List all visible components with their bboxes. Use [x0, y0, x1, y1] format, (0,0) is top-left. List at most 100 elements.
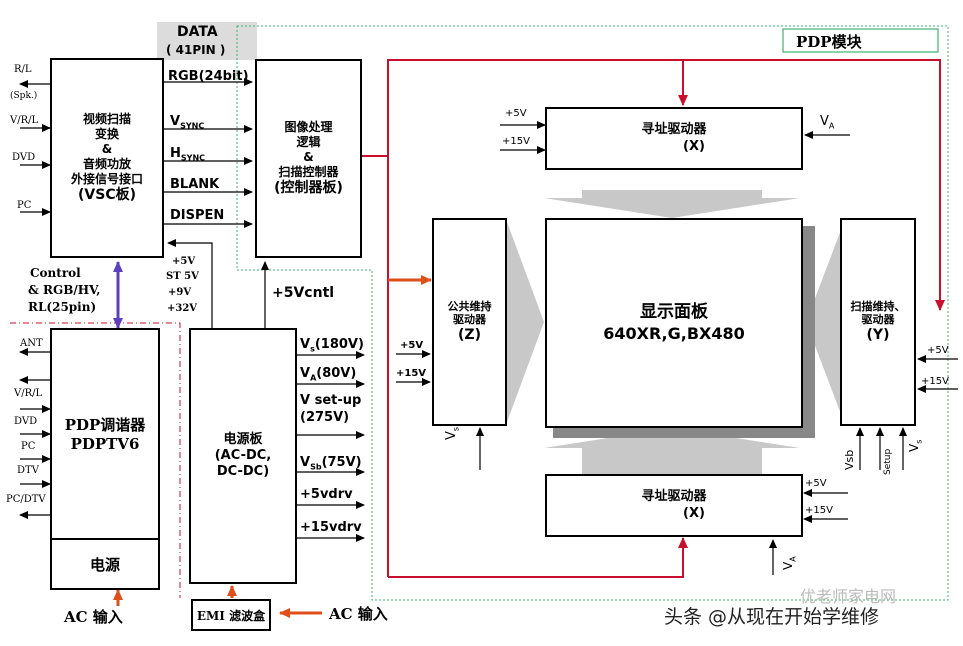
scan-15v: +15V: [921, 376, 949, 387]
psu-line-3: DC-DC): [216, 464, 270, 480]
common-line-2: 驱动器: [453, 313, 486, 327]
scan-vs: Vs: [907, 440, 923, 452]
ac-input-psu: AC 输入: [329, 605, 388, 623]
section-separator: [10, 322, 181, 598]
tuner-input-pc: PC: [21, 441, 36, 452]
tuner-power-label: 电源: [89, 555, 120, 574]
vsc-line-2: 变换: [94, 126, 119, 141]
display-panel: 显示面板 640XR,G,BX480: [545, 218, 803, 428]
scan-sustain-driver: 扫描维持、 驱动器 (Y): [840, 218, 916, 426]
vsc-line-3: &: [101, 141, 113, 156]
signal-hsync: HSYNC: [170, 146, 205, 163]
common-line-1: 公共维持: [447, 299, 492, 313]
common-vs-main: V: [444, 431, 459, 440]
top-addr-va-sub: A: [828, 121, 835, 131]
vsc-board: 视频扫描 变换 & 音频功放 外接信号接口 (VSC板): [50, 58, 164, 258]
ctrl-line-2: 逻辑: [296, 134, 321, 149]
common-vs-sub: s: [451, 426, 461, 432]
bottom-addr-15v: +15V: [805, 505, 833, 516]
addr-top-line1: 寻址驱动器: [641, 122, 707, 138]
top-addr-va: VA: [820, 114, 834, 131]
out-vsetup-value: (275V): [300, 410, 350, 425]
supply-9v: +9V: [168, 287, 192, 298]
signal-hsync-sub: SYNC: [180, 153, 206, 163]
vsc-line-1: 视频扫描: [82, 111, 131, 126]
controller-board: 图像处理 逻辑 & 扫描控制器 (控制器板): [255, 59, 362, 258]
out-vsb: VSb(75V): [300, 455, 362, 472]
block-arrow-top: [544, 190, 800, 218]
scan-driver-name: (Y): [866, 327, 890, 343]
signal-vsync-sub: SYNC: [180, 121, 205, 131]
tuner-power-section: 电源: [52, 538, 158, 588]
supply-st5v: ST 5V: [166, 271, 199, 282]
panel-resolution: 640XR,G,BX480: [603, 323, 745, 343]
bottom-addr-va-sub: A: [788, 556, 798, 562]
bottom-addr-5v: +5V: [805, 478, 827, 489]
input-vrl: V/R/L: [10, 115, 39, 126]
input-rl: R/L: [14, 64, 32, 75]
tuner-block: PDP调谐器 PDPTV6 电源: [50, 328, 160, 590]
scan-5v: +5V: [927, 345, 949, 356]
signal-vsync-main: V: [170, 114, 181, 129]
common-driver-name: (Z): [458, 327, 481, 343]
scan-vsetup: Setup: [883, 448, 893, 475]
address-driver-bottom: 寻址驱动器 (X): [545, 474, 803, 537]
scan-vs-sub: s: [914, 439, 924, 444]
out-vsb-sub: Sb: [310, 462, 322, 472]
vsc-line-5: 外接信号接口: [70, 171, 143, 186]
common-vs: Vs: [444, 427, 461, 440]
input-dvd: DVD: [12, 152, 36, 163]
tuner-input-ant: ANT: [20, 338, 43, 349]
tuner-input-vrl: V/R/L: [14, 388, 43, 399]
tuner-input-dtv: DTV: [17, 465, 39, 476]
tuner-input-pcdtv: PC/DTV: [6, 494, 46, 505]
addr-top-line2: (X): [683, 138, 705, 154]
vsc-board-name: (VSC板): [78, 186, 136, 203]
addr-bottom-line2: (X): [683, 505, 705, 521]
bottom-addr-va: VA: [781, 556, 797, 570]
vsc-line-4: 音频功放: [82, 156, 131, 171]
watermark-credit: 头条 @从现在开始学维修: [664, 606, 880, 628]
scan-vsb: Vsb: [843, 449, 856, 470]
scan-line-1: 扫描维持、: [850, 299, 906, 313]
controller-board-name: (控制器板): [274, 179, 343, 196]
scan-vs-main: V: [907, 443, 921, 452]
out-va-main: V: [300, 366, 311, 381]
power-board: 电源板 (AC-DC, DC-DC): [189, 328, 297, 584]
emi-label: EMI 滤波盒: [196, 608, 266, 623]
addr-bottom-line1: 寻址驱动器: [641, 489, 707, 505]
pdp-module-title-box: [782, 28, 939, 53]
ctrl-line-1: 图像处理: [284, 119, 333, 134]
ac-input-tuner: AC 输入: [64, 608, 123, 626]
psu-line-2: (AC-DC,: [214, 447, 272, 463]
signal-hsync-main: H: [170, 146, 181, 161]
common-sustain-driver: 公共维持 驱动器 (Z): [432, 218, 507, 426]
top-addr-15v: +15V: [502, 136, 530, 147]
psu-line-1: 电源板: [223, 431, 263, 447]
out-vs: Vs(180V): [300, 337, 364, 354]
signal-dispen: DISPEN: [170, 208, 225, 223]
supply-32v: +32V: [167, 303, 198, 314]
out-vs-sub: s: [310, 344, 315, 354]
data-bus-title: DATA: [177, 24, 218, 40]
address-driver-top: 寻址驱动器 (X): [545, 107, 803, 170]
tuner-model: PDPTV6: [70, 435, 140, 453]
bottom-addr-va-main: V: [781, 561, 795, 570]
out-vsetup: V set-up: [300, 393, 362, 408]
top-addr-va-main: V: [820, 114, 829, 129]
supply-5v: +5V: [172, 256, 196, 267]
control-label-3: RL(25pin): [28, 300, 97, 314]
data-bus-pins: ( 41PIN ): [166, 43, 226, 57]
signal-rgb: RGB(24bit): [168, 69, 249, 84]
out-vsb-main: V: [300, 455, 311, 470]
out-15vdrv: +15vdrv: [300, 520, 362, 535]
out-va-sub: A: [310, 373, 317, 383]
tuner-name: PDP调谐器: [64, 416, 146, 435]
out-va: VA(80V): [300, 366, 356, 383]
watermark-faded: 优老师家电网: [800, 587, 897, 606]
ctrl-line-3: &: [303, 149, 314, 164]
out-vs-value: (180V): [314, 337, 364, 352]
block-arrow-bottom: [544, 428, 800, 474]
out-5vdrv: +5vdrv: [300, 487, 353, 502]
pdp-module-title: PDP模块: [796, 33, 862, 51]
